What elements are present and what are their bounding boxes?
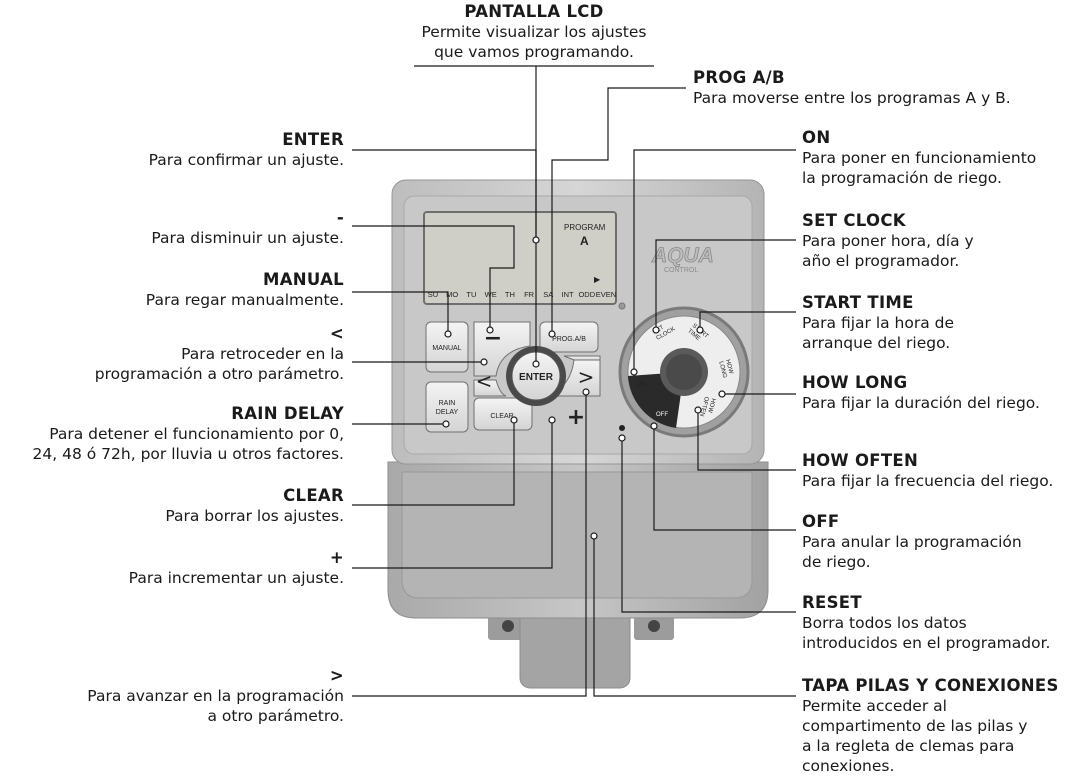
dial-off-label: OFF — [656, 412, 668, 418]
label-on: ON Para poner en funcionamiento la progr… — [802, 128, 1037, 187]
lcd-day-label: SA — [543, 290, 553, 299]
label-pantalla-lcd: PANTALLA LCD Permite visualizar los ajus… — [421, 2, 647, 61]
logo: AQUA — [651, 244, 714, 267]
dial-on-label: ON — [637, 382, 646, 388]
svg-text:ENTER: ENTER — [519, 372, 554, 383]
label-plus: + Para incrementar un ajuste. — [128, 548, 344, 587]
svg-text:PROG.A/B: PROG.A/B — [552, 336, 586, 343]
label-start-time: START TIME Para fijar la hora de arranqu… — [802, 293, 955, 352]
lcd-day-label: FR — [524, 290, 535, 299]
label-prog-ab: PROG A/B Para moverse entre los programa… — [693, 68, 1011, 107]
label-minus: - Para disminuir un ajuste. — [151, 208, 344, 247]
lcd-day-label: MO — [446, 290, 458, 299]
label-reset: RESET Borra todos los datos introducidos… — [802, 593, 1051, 652]
svg-text:DELAY: DELAY — [436, 409, 459, 416]
lcd-program-label: PROGRAM — [564, 223, 606, 232]
label-clear: CLEAR Para borrar los ajustes. — [165, 486, 344, 525]
left-button[interactable]: < — [476, 369, 493, 393]
label-rain-delay: RAIN DELAY Para detener el funcionamient… — [32, 404, 344, 463]
lcd-program-value: A — [580, 234, 589, 248]
dial-how-long-label: HOWLONG — [717, 359, 734, 379]
lcd-day-label: INT — [562, 290, 575, 299]
svg-text:CLEAR: CLEAR — [490, 413, 513, 420]
label-off: OFF Para anular la programación de riego… — [802, 512, 1022, 571]
lcd-day-label: WE — [485, 290, 497, 299]
rain-delay-button[interactable]: RAIN DELAY — [425, 381, 469, 433]
label-manual: MANUAL Para regar manualmente. — [145, 270, 344, 309]
dial-how-often-label: HOWOFTEN — [698, 396, 716, 419]
lcd-day-label: TU — [466, 290, 476, 299]
lcd-arrow: ▶ — [594, 275, 601, 284]
lcd-day-label: SU — [428, 290, 438, 299]
label-back: < Para retroceder en la programación a o… — [94, 324, 344, 383]
label-enter: ENTER Para confirmar un ajuste. — [148, 130, 344, 169]
prog-ab-button[interactable]: PROG.A/B — [539, 321, 599, 353]
label-tapa: TAPA PILAS Y CONEXIONES Permite acceder … — [802, 676, 1059, 775]
lcd-day-label: EVEN — [596, 290, 616, 299]
reset-hole[interactable] — [619, 425, 625, 431]
lcd-day-label: ODD — [578, 290, 595, 299]
label-forward: > Para avanzar en la programación a otro… — [87, 666, 344, 725]
plus-button[interactable]: + — [567, 405, 585, 430]
svg-text:RAIN: RAIN — [439, 400, 456, 407]
label-how-long: HOW LONG Para fijar la duración del rieg… — [802, 373, 1040, 412]
manual-button[interactable]: MANUAL — [425, 321, 469, 373]
svg-text:MANUAL: MANUAL — [432, 345, 461, 352]
enter-button[interactable]: ENTER — [506, 346, 566, 406]
lcd-day-label: TH — [505, 290, 515, 299]
dpad — [473, 321, 601, 397]
logo-sub: CONTROL — [664, 267, 698, 274]
right-button[interactable]: > — [578, 365, 595, 389]
clear-button[interactable]: CLEAR — [473, 397, 533, 431]
lower-housing — [387, 461, 769, 619]
label-how-often: HOW OFTEN Para fijar la frecuencia del r… — [802, 451, 1054, 490]
leader-lines — [352, 65, 796, 697]
leader-dots — [442, 236, 726, 540]
label-set-clock: SET CLOCK Para poner hora, día y año el … — [802, 211, 974, 270]
